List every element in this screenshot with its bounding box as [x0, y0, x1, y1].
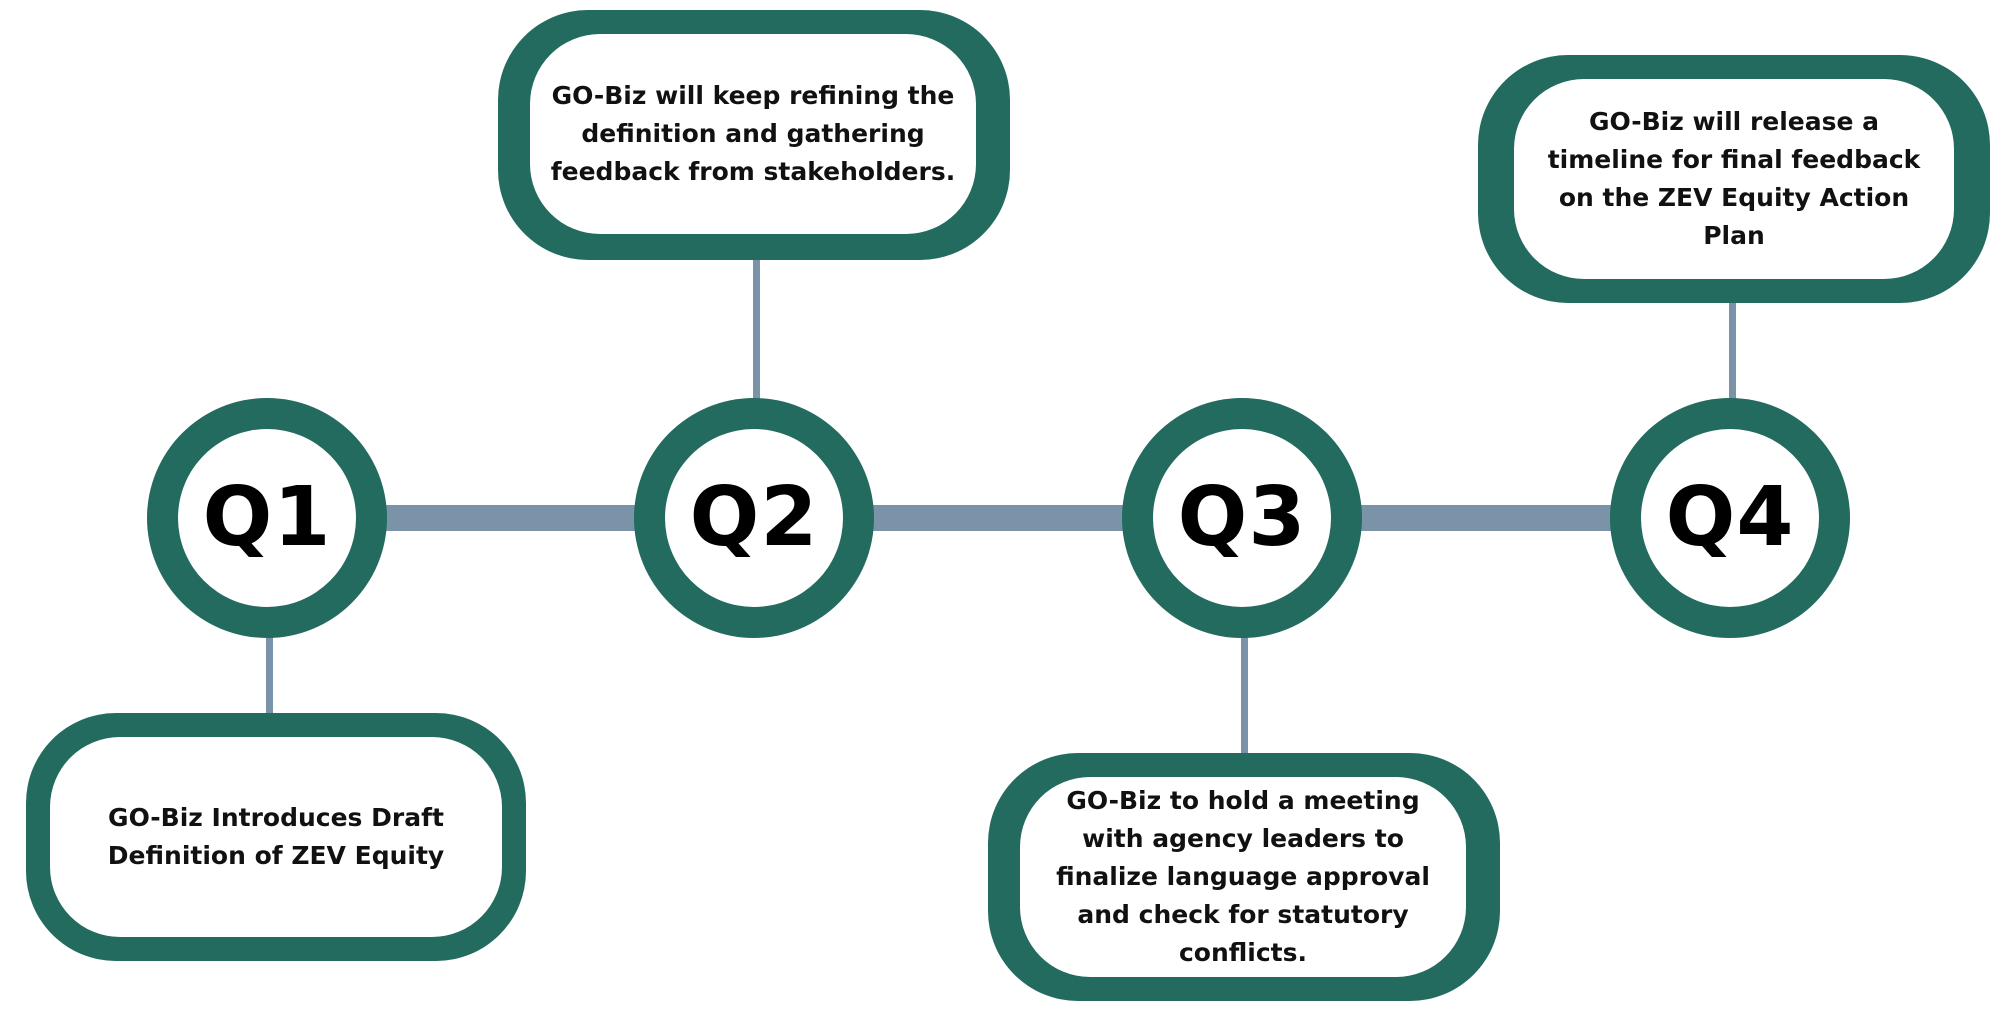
callout-q4: GO-Biz will release a timeline for final… [1478, 55, 1990, 303]
callout-q4-text: GO-Biz will release a timeline for final… [1547, 107, 1921, 250]
connector-q2 [753, 255, 760, 400]
quarter-label: Q1 [202, 470, 332, 565]
quarter-label: Q2 [689, 470, 819, 565]
connector-q3 [1241, 630, 1248, 755]
quarter-node-q2: Q2 [634, 398, 874, 638]
quarter-node-q3: Q3 [1122, 398, 1362, 638]
callout-q4-inner: GO-Biz will release a timeline for final… [1514, 79, 1954, 279]
callout-q2-text: GO-Biz will keep refining the definition… [550, 81, 956, 186]
quarter-node-q1: Q1 [147, 398, 387, 638]
quarter-label: Q3 [1177, 470, 1307, 565]
callout-q1: GO-Biz Introduces Draft Definition of ZE… [26, 713, 526, 961]
connector-q4 [1729, 300, 1736, 400]
callout-q3-text: GO-Biz to hold a meeting with agency lea… [1056, 786, 1430, 967]
quarter-node-inner: Q3 [1153, 429, 1331, 607]
quarter-node-inner: Q2 [665, 429, 843, 607]
callout-q2: GO-Biz will keep refining the definition… [498, 10, 1010, 260]
callout-q3-inner: GO-Biz to hold a meeting with agency lea… [1020, 777, 1466, 977]
quarter-node-inner: Q4 [1641, 429, 1819, 607]
connector-q1 [266, 630, 273, 715]
callout-q2-inner: GO-Biz will keep refining the definition… [530, 34, 976, 234]
quarter-node-inner: Q1 [178, 429, 356, 607]
quarter-node-q4: Q4 [1610, 398, 1850, 638]
callout-q1-text: GO-Biz Introduces Draft Definition of ZE… [107, 803, 445, 870]
quarter-label: Q4 [1665, 470, 1795, 565]
callout-q1-inner: GO-Biz Introduces Draft Definition of ZE… [50, 737, 502, 937]
callout-q3: GO-Biz to hold a meeting with agency lea… [988, 753, 1500, 1001]
timeline-bar [270, 505, 1640, 531]
